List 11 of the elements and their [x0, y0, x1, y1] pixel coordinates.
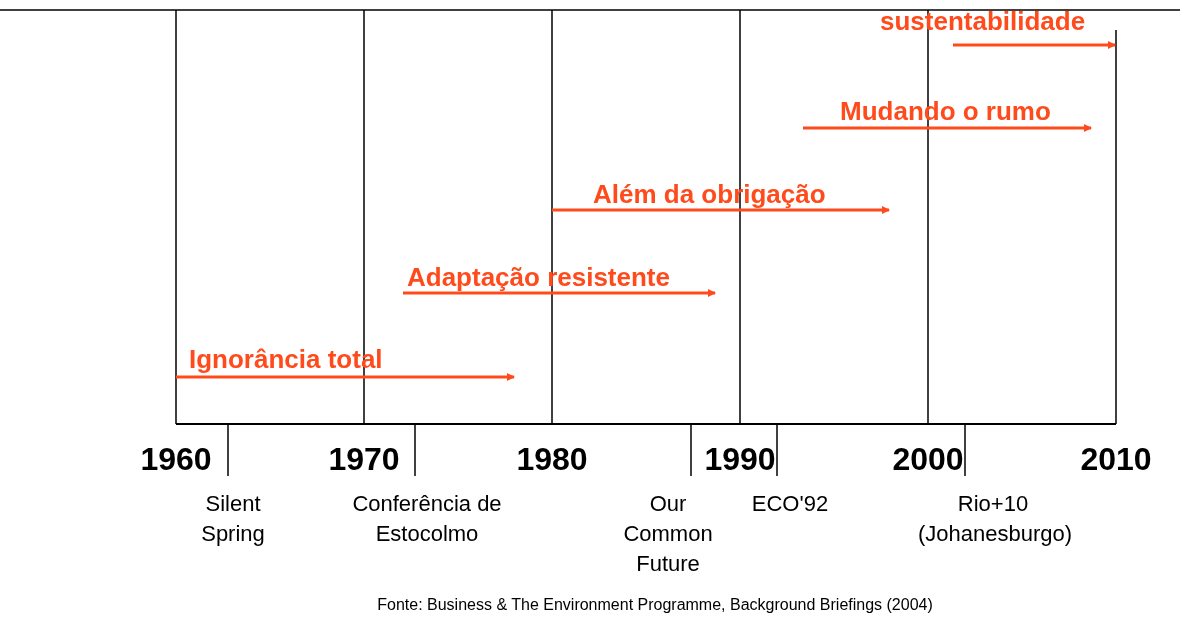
year-label: 2010	[1080, 441, 1152, 477]
source-caption: Fonte: Business & The Environment Programme, Background Briefings (2004)	[377, 595, 933, 615]
event-label: ECO'92	[750, 490, 830, 518]
year-label: 1990	[704, 441, 776, 477]
event-label: Our Common Future	[622, 490, 714, 578]
year-label: 1970	[328, 441, 400, 477]
year-label: 1960	[140, 441, 212, 477]
year-label: 1980	[516, 441, 588, 477]
event-label: Silent Spring	[200, 490, 266, 548]
event-label: Conferência de Estocolmo	[351, 490, 503, 548]
year-label: 2000	[892, 441, 964, 477]
